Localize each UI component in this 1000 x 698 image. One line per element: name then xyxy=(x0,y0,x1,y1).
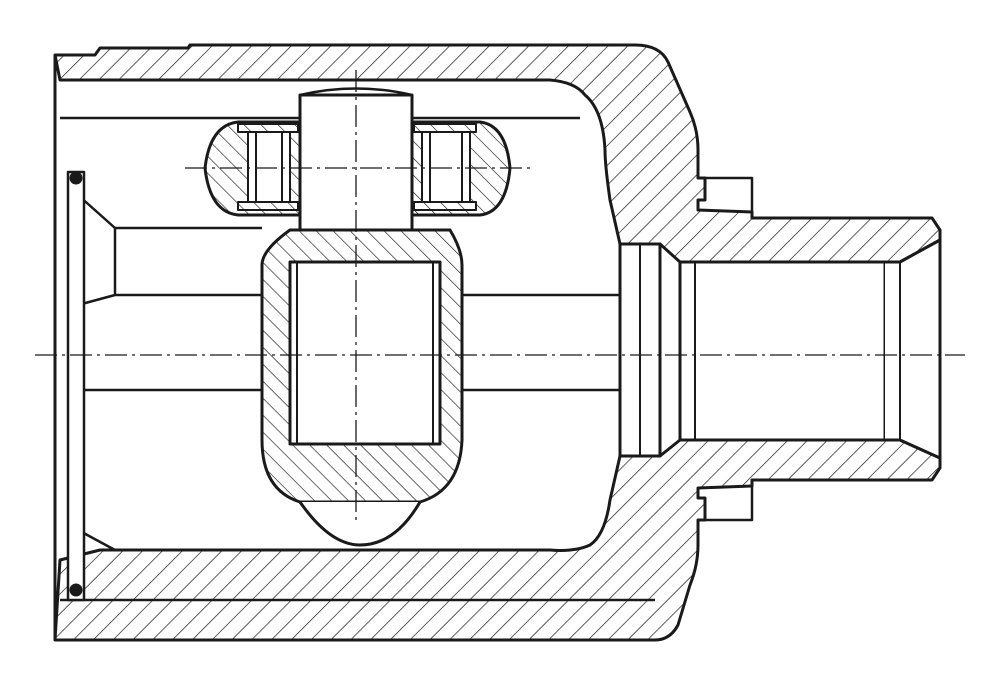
housing-bottom-wall xyxy=(53,438,942,642)
circlip-top xyxy=(69,171,83,185)
axle-shaft xyxy=(113,226,262,297)
dust-shield-top xyxy=(705,176,754,212)
boot-seal-flange xyxy=(66,170,86,602)
hub-lower-bulge xyxy=(298,501,422,547)
bearing-ring-bottom-left xyxy=(237,201,299,211)
circlip-bottom xyxy=(69,583,83,597)
stub-shaft-end xyxy=(885,238,942,460)
bearing-ring-top-left xyxy=(237,123,299,133)
bearing-ring-top-right xyxy=(413,123,477,133)
stub-shaft-bore xyxy=(678,260,887,442)
bearing-ring-bottom-right xyxy=(413,201,477,211)
dust-shield-bottom xyxy=(705,486,754,522)
splined-bore xyxy=(288,260,442,446)
boot-seal-taper xyxy=(76,180,116,590)
